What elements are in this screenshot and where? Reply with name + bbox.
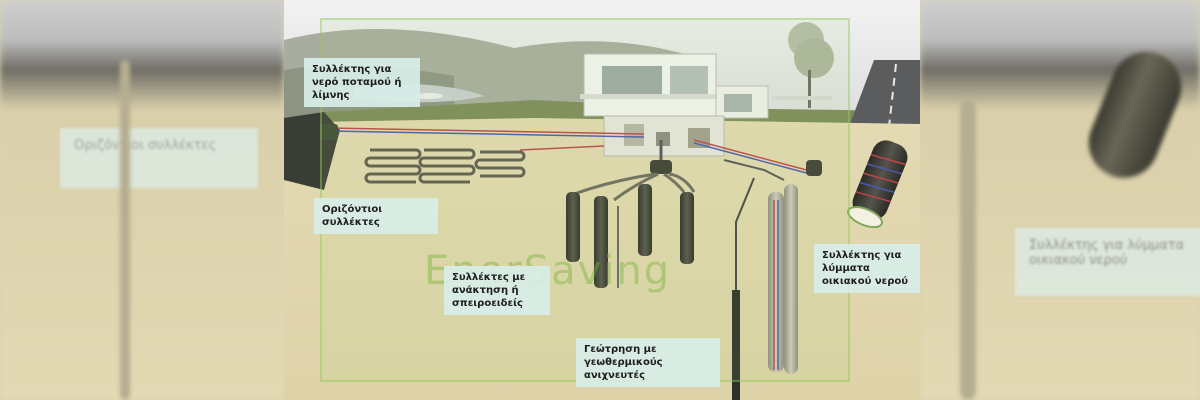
label-spiral-collectors: Συλλέκτες με ανάκτηση ή σπειροειδείς (444, 266, 550, 315)
borehole-shafts (732, 177, 798, 400)
road (844, 60, 920, 140)
label-river-collector: Συλλέκτης για νερό ποταμού ή λίμνης (304, 58, 420, 107)
horizontal-loops (364, 148, 526, 184)
left-blurred-backdrop: Οριζόντιοι συλλέκτες (0, 0, 284, 400)
wastewater-coil (847, 140, 908, 229)
blurred-background (0, 0, 284, 400)
right-blurred-backdrop: Συλλέκτης για λύμματα οικιακού νερού (920, 0, 1200, 400)
wastewater-tank (806, 160, 822, 176)
label-wastewater-collector: Συλλέκτης για λύμματα οικιακού νερού (814, 244, 920, 293)
spiral-collectors (566, 172, 696, 288)
ghost-label-horizontal: Οριζόντιοι συλλέκτες (60, 128, 258, 188)
label-horizontal-collectors: Οριζόντιοι συλλέκτες (314, 198, 438, 234)
label-borehole: Γεώτρηση με γεωθερμικούς ανιχνευτές (576, 338, 720, 387)
ghost-label-wastewater: Συλλέκτης για λύμματα οικιακού νερού (1015, 228, 1200, 296)
scene-drawing (284, 0, 920, 400)
river-collector (320, 124, 338, 140)
ghost-pipe (120, 60, 130, 400)
house (580, 53, 832, 157)
geothermal-illustration: EnerSaving Συλλέκτης για νερό ποταμού ή … (284, 0, 920, 400)
manifold (650, 160, 672, 174)
ghost-pipe (960, 100, 976, 400)
